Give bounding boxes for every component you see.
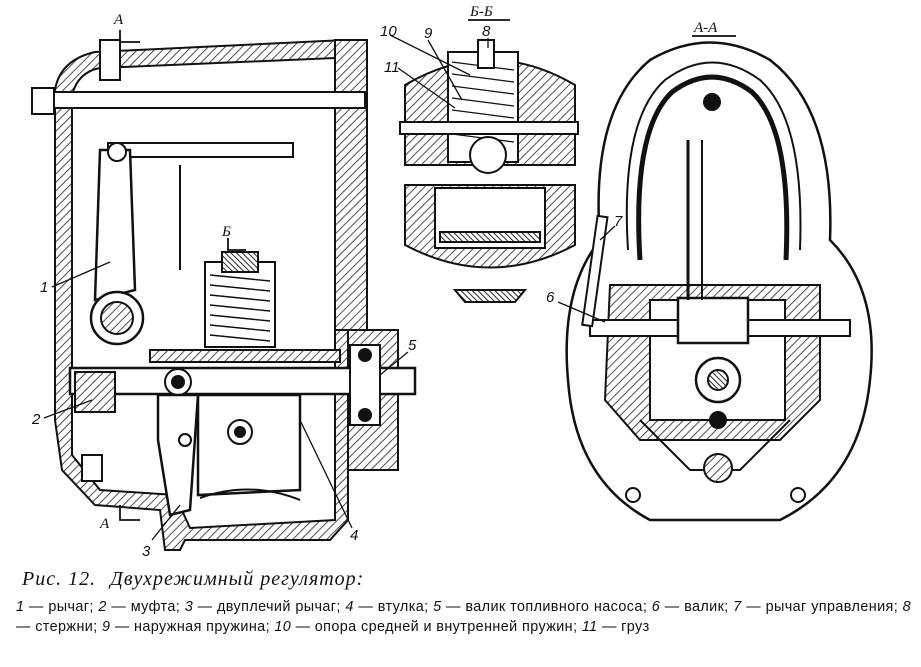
callout-3: 3 bbox=[142, 543, 151, 560]
legend-entry: 2 — муфта; bbox=[98, 599, 185, 615]
legend-number: 5 bbox=[433, 599, 442, 615]
view-label-aa: A-A bbox=[693, 20, 718, 36]
legend-text: валик топливного насоса bbox=[465, 599, 643, 615]
legend-entry: 10 — опора средней и внутренней пружин; bbox=[274, 619, 582, 635]
legend-entry: 9 — наружная пружина; bbox=[102, 619, 275, 635]
legend-number: 1 bbox=[16, 599, 25, 615]
callout-10: 10 bbox=[380, 23, 397, 40]
figure-title: Двухрежимный регулятор: bbox=[110, 568, 365, 590]
legend-entry: 11 — груз bbox=[581, 619, 650, 635]
main-section-view bbox=[31, 38, 417, 551]
weight-block bbox=[196, 393, 302, 497]
technical-drawing: A A Б Б-Б A-A 1 2 3 4 5 6 7 8 9 10 11 bbox=[31, 4, 873, 560]
legend-entry: 4 — втулка; bbox=[345, 599, 434, 615]
section-label-aa-top: A bbox=[113, 12, 124, 28]
control-lever-7 bbox=[581, 214, 609, 328]
view-label-bb: Б-Б bbox=[469, 4, 493, 20]
callout-2: 2 bbox=[31, 411, 41, 428]
legend-entry: 8 — стержни; bbox=[16, 599, 912, 635]
callout-11: 11 bbox=[384, 59, 400, 76]
legend-text: опора средней и внутренней пружин bbox=[314, 619, 574, 635]
figure-caption: Рис. 12. Двухрежимный регулятор: 1 — рыча… bbox=[16, 568, 911, 637]
legend-text: муфта bbox=[130, 599, 176, 615]
legend-number: 8 bbox=[902, 599, 912, 615]
legend-number: 3 bbox=[184, 599, 194, 615]
legend-number: 4 bbox=[345, 599, 354, 615]
figure-number: Рис. 12. bbox=[22, 568, 97, 590]
callout-9: 9 bbox=[424, 25, 433, 42]
callout-1: 1 bbox=[40, 279, 48, 296]
aa-outer-housing bbox=[565, 41, 873, 522]
callout-4: 4 bbox=[350, 527, 358, 544]
top-shaft bbox=[44, 91, 366, 109]
legend-text: груз bbox=[621, 619, 650, 635]
lever-1 bbox=[93, 148, 137, 302]
two-armed-lever bbox=[156, 393, 200, 517]
legend-entry: 6 — валик; bbox=[651, 599, 734, 615]
legend-number: 10 bbox=[274, 619, 292, 635]
legend-text: двуплечий рычаг bbox=[217, 599, 337, 615]
section-aa-view bbox=[565, 41, 873, 522]
legend-number: 9 bbox=[102, 619, 111, 635]
legend-text: наружная пружина bbox=[134, 619, 266, 635]
section-label-bb-cut: Б bbox=[221, 224, 231, 240]
legend-number: 6 bbox=[651, 599, 661, 615]
leader-lines bbox=[43, 34, 616, 541]
legend-entry: 7 — рычаг управления; bbox=[733, 599, 903, 615]
legend-entry: 3 — двуплечий рычаг; bbox=[184, 599, 346, 615]
legend-text: рычаг bbox=[48, 599, 90, 615]
figure-legend: 1 — рычаг; 2 — муфта; 3 — двуплечий рыча… bbox=[16, 597, 911, 637]
legend-text: втулка bbox=[377, 599, 425, 615]
spring-assembly bbox=[204, 261, 276, 348]
legend-text: валик bbox=[684, 599, 725, 615]
section-label-aa-bottom: A bbox=[99, 516, 110, 532]
callout-5: 5 bbox=[408, 337, 417, 354]
legend-text: стержни bbox=[35, 619, 94, 635]
legend-number: 11 bbox=[581, 619, 598, 635]
callout-7: 7 bbox=[614, 213, 623, 230]
caption-title: Рис. 12. Двухрежимный регулятор: bbox=[22, 568, 911, 591]
callout-6: 6 bbox=[546, 289, 555, 306]
callout-8: 8 bbox=[482, 23, 491, 40]
legend-number: 2 bbox=[98, 599, 107, 615]
legend-number: 7 bbox=[733, 599, 742, 615]
section-marks bbox=[119, 19, 736, 521]
section-bb-view bbox=[399, 39, 579, 303]
legend-text: рычаг управления bbox=[765, 599, 894, 615]
legend-entry: 5 — валик топливного насоса; bbox=[433, 599, 652, 615]
legend-entry: 1 — рычаг; bbox=[16, 599, 99, 615]
